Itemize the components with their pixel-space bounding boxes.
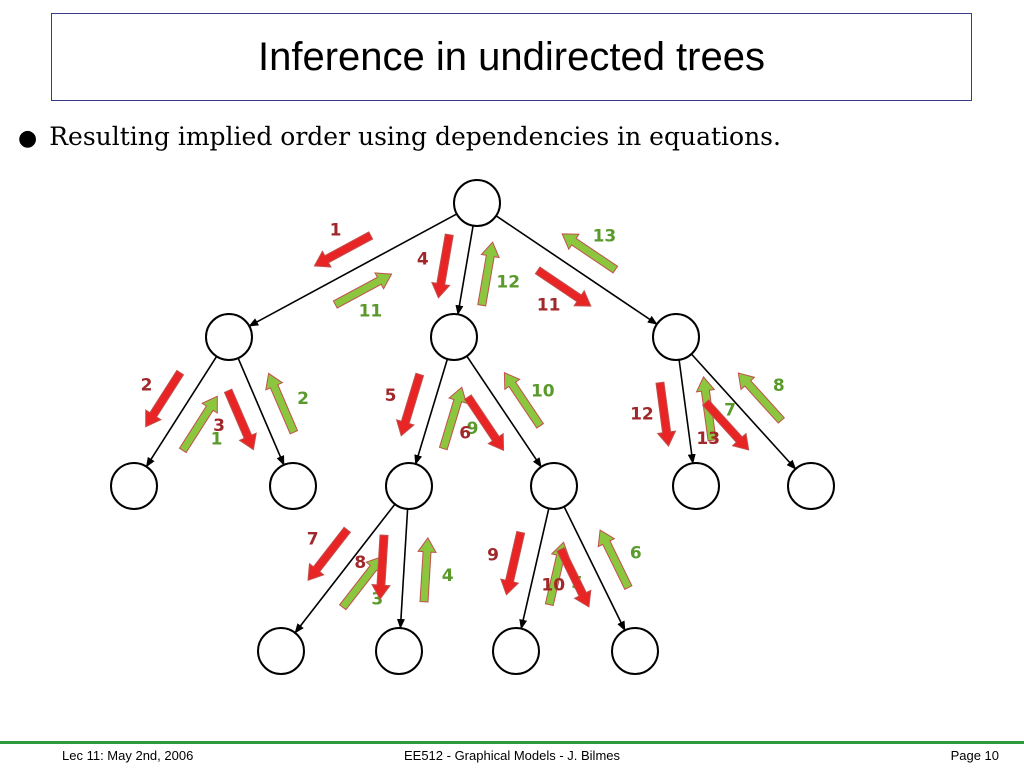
bullet-item: ● Resulting implied order using dependenc… <box>18 122 781 151</box>
tree-node-b <box>430 313 478 361</box>
nodes-layer <box>110 179 835 675</box>
up-message-label: 4 <box>442 566 454 586</box>
tree-node-b2a <box>492 627 540 675</box>
up-message-arrow-a2 <box>265 372 299 435</box>
down-message-label: 7 <box>307 529 319 549</box>
up-message-arrow-b2b <box>597 529 633 590</box>
footer-lecture: Lec 11: May 2nd, 2006 <box>62 748 194 763</box>
title-box: Inference in undirected trees <box>51 13 972 101</box>
down-message-label: 5 <box>385 386 397 406</box>
down-message-arrow-c1 <box>655 381 677 448</box>
tree-edge-b1-b1a <box>294 503 396 634</box>
up-message-arrow-b1b <box>417 536 437 603</box>
bullet-dot-icon: ● <box>18 126 38 151</box>
footer-page: Page 10 <box>950 748 999 763</box>
up-message-label: 6 <box>630 544 642 564</box>
tree-edge-b2-b2a <box>519 508 550 630</box>
up-message-arrow-c <box>561 233 619 274</box>
tree-edge-c-c1 <box>678 359 696 465</box>
up-message-label: 13 <box>593 227 617 247</box>
down-message-arrow-b2b <box>556 547 592 608</box>
footer-course: EE512 - Graphical Models - J. Bilmes <box>403 748 621 763</box>
tree-diagram: 1111241311122395106712813374859610 <box>110 179 835 675</box>
up-message-label: 2 <box>297 389 309 409</box>
down-message-label: 1 <box>330 220 342 240</box>
message-arrows-layer: 1111241311122395106712813374859610 <box>141 220 786 611</box>
tree-edge-c-c2 <box>690 353 797 470</box>
down-message-arrow-c <box>534 266 592 307</box>
tree-edge-root-b <box>455 225 474 316</box>
down-message-arrow-b1b <box>371 534 391 601</box>
up-message-arrow-c2 <box>737 372 786 424</box>
tree-edge-a-a1 <box>145 355 218 468</box>
down-message-label: 10 <box>541 575 565 595</box>
down-message-label: 6 <box>459 424 471 444</box>
down-message-arrow-b <box>431 233 454 299</box>
tree-node-c2 <box>787 462 835 510</box>
tree-node-a <box>205 313 253 361</box>
down-message-label: 4 <box>417 250 429 270</box>
slide-title: Inference in undirected trees <box>258 34 765 79</box>
up-message-arrow-b1 <box>438 386 468 451</box>
tree-edge-a-a2 <box>237 357 285 466</box>
down-message-arrow-c2 <box>701 399 750 451</box>
down-message-arrow-b1a <box>307 526 352 582</box>
tree-edge-b-b1 <box>414 358 449 465</box>
tree-node-a2 <box>269 462 317 510</box>
up-message-arrow-a <box>332 272 393 309</box>
down-message-label: 11 <box>537 295 561 315</box>
up-message-label: 11 <box>359 302 383 322</box>
up-message-label: 10 <box>531 381 555 401</box>
up-message-arrow-b1a <box>338 555 383 611</box>
tree-edge-root-c <box>495 215 658 325</box>
down-message-arrow-b2a <box>500 530 526 596</box>
down-message-arrow-a1 <box>145 369 185 428</box>
up-message-arrow-a1 <box>178 395 218 454</box>
tree-node-root <box>453 179 501 227</box>
edges-layer <box>145 213 797 634</box>
tree-node-c <box>652 313 700 361</box>
down-message-label: 13 <box>696 429 720 449</box>
down-message-arrow-a <box>313 231 374 268</box>
down-message-arrow-b1 <box>395 372 425 437</box>
tree-node-c1 <box>672 462 720 510</box>
tree-node-b2 <box>530 462 578 510</box>
tree-node-b1a <box>257 627 305 675</box>
tree-node-a1 <box>110 462 158 510</box>
tree-node-b2b <box>611 627 659 675</box>
up-message-label: 12 <box>496 272 520 292</box>
tree-node-b1 <box>385 462 433 510</box>
up-message-label: 3 <box>371 590 383 610</box>
bullet-text: Resulting implied order using dependenci… <box>49 122 781 151</box>
up-message-label: 9 <box>467 419 479 439</box>
tree-node-b1b <box>375 627 423 675</box>
down-message-arrow-b2 <box>463 394 505 452</box>
tree-edge-b2-b2b <box>563 506 626 632</box>
footer-rule <box>0 741 1024 744</box>
down-message-arrow-a2 <box>223 388 257 451</box>
up-message-arrow-b2 <box>503 371 545 429</box>
up-message-label: 7 <box>724 401 736 421</box>
tree-edge-root-a <box>248 213 458 327</box>
down-message-label: 12 <box>630 404 654 424</box>
tree-edge-b1-b1b <box>396 508 409 629</box>
up-message-label: 8 <box>773 376 785 396</box>
down-message-label: 9 <box>487 546 499 566</box>
down-message-label: 2 <box>141 376 153 396</box>
down-message-label: 3 <box>213 416 225 436</box>
up-message-arrow-b <box>477 241 500 307</box>
down-message-label: 8 <box>354 553 366 573</box>
tree-edge-b-b2 <box>466 355 542 468</box>
up-message-label: 1 <box>211 430 223 450</box>
